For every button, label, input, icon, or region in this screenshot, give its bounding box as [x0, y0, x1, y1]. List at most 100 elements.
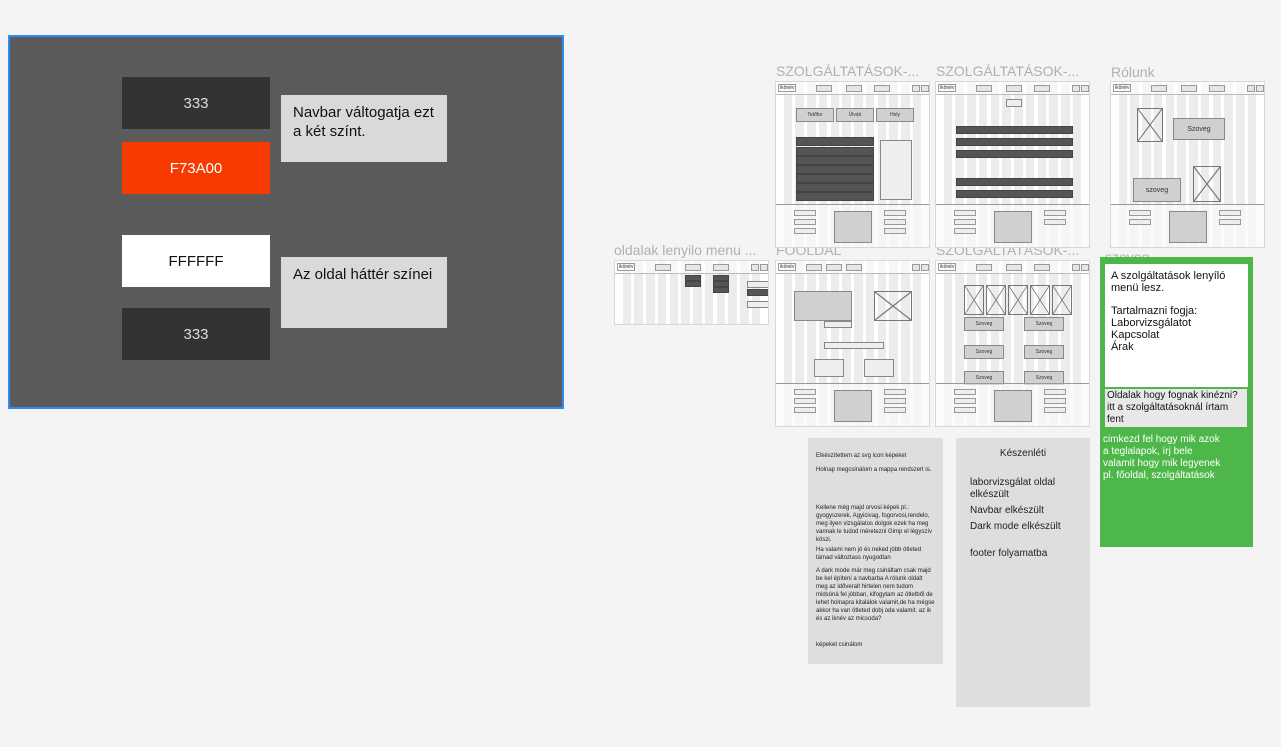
- wire-footer-map: [834, 211, 872, 243]
- wire-nav-button: [846, 85, 862, 92]
- wire-caption: [824, 321, 852, 328]
- wire-nav-button: [1034, 264, 1050, 271]
- wireframe-szolgaltatasok-2[interactable]: ikönév: [935, 81, 1090, 248]
- wire-nav-button: [760, 264, 768, 271]
- wire-nav-button: [874, 85, 890, 92]
- wire-text-label: Szoveg: [975, 321, 993, 327]
- wire-footer-link: [954, 398, 976, 404]
- note-line: Laborvizsgálatot: [1111, 317, 1192, 329]
- wire-footer-link: [794, 389, 816, 395]
- note-question: Oldalak hogy fognak kinézni? itt a szolg…: [1105, 389, 1247, 427]
- wire-nav-button: [912, 85, 920, 92]
- frame-label-szolgaltatasok-2[interactable]: SZOLGÁLTATÁSOK-...: [936, 63, 1080, 79]
- note-text: A dark mode már meg csináltam csak majd …: [816, 568, 935, 622]
- wire-footer: [936, 383, 1089, 426]
- wire-nav-button: [976, 85, 992, 92]
- wire-logo: ikönév: [938, 84, 957, 92]
- wire-table-row: [956, 138, 1073, 146]
- wire-text-box: Szoveg: [1024, 345, 1064, 359]
- background-color-note[interactable]: Az oldal háttér színei: [281, 257, 447, 328]
- frame-label-szolgaltatasok-1[interactable]: SZOLGÁLTATÁSOK-...: [776, 63, 920, 79]
- image-placeholder-icon: [986, 285, 1006, 315]
- wire-nav-button: [655, 264, 671, 271]
- wire-footer: [1111, 204, 1264, 247]
- wire-nav-button: [1181, 85, 1197, 92]
- wire-box-hely: Hely: [876, 108, 914, 122]
- wire-nav-button: [1209, 85, 1225, 92]
- wire-box-label: Tetőfor: [807, 112, 823, 118]
- wireframe-oldalak-menu[interactable]: ikönév: [614, 260, 769, 325]
- wire-footer-link: [1044, 389, 1066, 395]
- wire-footer-link: [1129, 219, 1151, 225]
- wire-card: [864, 359, 894, 377]
- wire-footer-link: [1044, 219, 1066, 225]
- wire-dropdown-item: [713, 281, 729, 287]
- wire-nav-button: [1072, 264, 1080, 271]
- wireframe-szolgaltatasok-1[interactable]: ikönév Tetőfor Ülvári Hely: [775, 81, 930, 248]
- grid-columns: [936, 82, 1089, 247]
- note-line: Tartalmazni fogja:: [1111, 305, 1198, 317]
- wire-nav-button: [1256, 85, 1264, 92]
- note-text: Holnap megcsinálom a mappa rendszert is.: [816, 467, 932, 473]
- wire-footer-link: [884, 398, 906, 404]
- note-line: Dark mode elkészült: [970, 521, 1061, 532]
- wire-footer-map: [1169, 211, 1207, 243]
- wire-footer-link: [1044, 210, 1066, 216]
- color-swatch-ffffff[interactable]: FFFFFF: [122, 235, 270, 287]
- wire-nav-button: [921, 264, 929, 271]
- wire-footer-link: [954, 228, 976, 234]
- note-title: Készenléti: [999, 448, 1047, 459]
- note-line: A szolgáltatások lenyíló menü lesz.: [1111, 270, 1226, 294]
- wire-footer-map: [994, 390, 1032, 422]
- wire-text-box: Szoveg: [1024, 317, 1064, 331]
- wire-nav-button: [1247, 85, 1255, 92]
- color-palette-frame[interactable]: 333 F73A00 FFFFFF 333 Navbar váltogatja …: [8, 35, 564, 409]
- wire-list-row: [796, 183, 874, 192]
- wireframe-rolunk[interactable]: ikönév Szoveg szoveg: [1110, 81, 1265, 248]
- wire-list-row: [796, 165, 874, 174]
- note-text: Ha valami nem jó és neked jóbb ötleted t…: [816, 547, 922, 561]
- wire-footer-link: [1219, 210, 1241, 216]
- swatch-label: 333: [183, 325, 209, 343]
- note-line: Kapcsolat: [1111, 329, 1160, 341]
- wire-footer-link: [884, 389, 906, 395]
- image-placeholder-icon: [874, 291, 912, 321]
- wire-footer-link: [794, 210, 816, 216]
- sticky-note-green[interactable]: A szolgáltatások lenyíló menü lesz. Tart…: [1100, 257, 1253, 547]
- color-swatch-f73a00[interactable]: F73A00: [122, 142, 270, 194]
- wire-navbar: ikönév: [776, 261, 929, 274]
- wire-footer-link: [954, 210, 976, 216]
- wire-dropdown-item: [747, 281, 768, 288]
- wire-text-box: szoveg: [1133, 178, 1181, 202]
- wire-dropdown-item: [747, 289, 768, 296]
- wireframe-szolgaltatasok-3[interactable]: ikönév Szoveg Szoveg Szoveg Szoveg Szove…: [935, 260, 1090, 427]
- sticky-note-progress[interactable]: Elkészítettem az svg icon képeket Holnap…: [808, 438, 943, 664]
- color-swatch-333-bottom[interactable]: 333: [122, 308, 270, 360]
- wire-table-row: [956, 150, 1073, 158]
- note-text: Kellene még majd orvosi képek pl.: gyogy…: [816, 505, 933, 543]
- wire-footer-map: [994, 211, 1032, 243]
- note-line: Navbar elkészült: [970, 505, 1044, 516]
- wire-footer-link: [794, 398, 816, 404]
- frame-label-rolunk[interactable]: Rólunk: [1111, 64, 1155, 80]
- note-line: laborvizsgálat oldal elkészült: [970, 477, 1056, 500]
- wire-hero-box: [794, 291, 852, 321]
- wire-nav-button: [1072, 85, 1080, 92]
- wire-navbar: ikönév: [936, 82, 1089, 95]
- wire-nav-button: [751, 264, 759, 271]
- wire-list-row: [796, 137, 874, 146]
- green-note-inner-box: A szolgáltatások lenyíló menü lesz. Tart…: [1105, 264, 1248, 387]
- color-swatch-333-top[interactable]: 333: [122, 77, 270, 129]
- navbar-color-note[interactable]: Navbar váltogatja ezt a két színt.: [281, 95, 447, 162]
- bg-note-text: Az oldal háttér színei: [293, 266, 433, 283]
- wire-table-row: [956, 178, 1073, 186]
- wire-text-box: Szoveg: [964, 345, 1004, 359]
- wire-small-box: [1006, 99, 1022, 107]
- wire-logo: ikönév: [778, 84, 797, 92]
- wireframe-fooldal[interactable]: ikönév: [775, 260, 930, 427]
- frame-label-oldalak-menu[interactable]: oldalak lenyilo menu ...: [614, 242, 757, 258]
- wire-nav-button: [816, 85, 832, 92]
- wire-footer-link: [1129, 210, 1151, 216]
- sticky-note-keszenleti[interactable]: Készenléti laborvizsgálat oldal elkészül…: [956, 438, 1090, 707]
- wire-logo: ikönév: [938, 263, 957, 271]
